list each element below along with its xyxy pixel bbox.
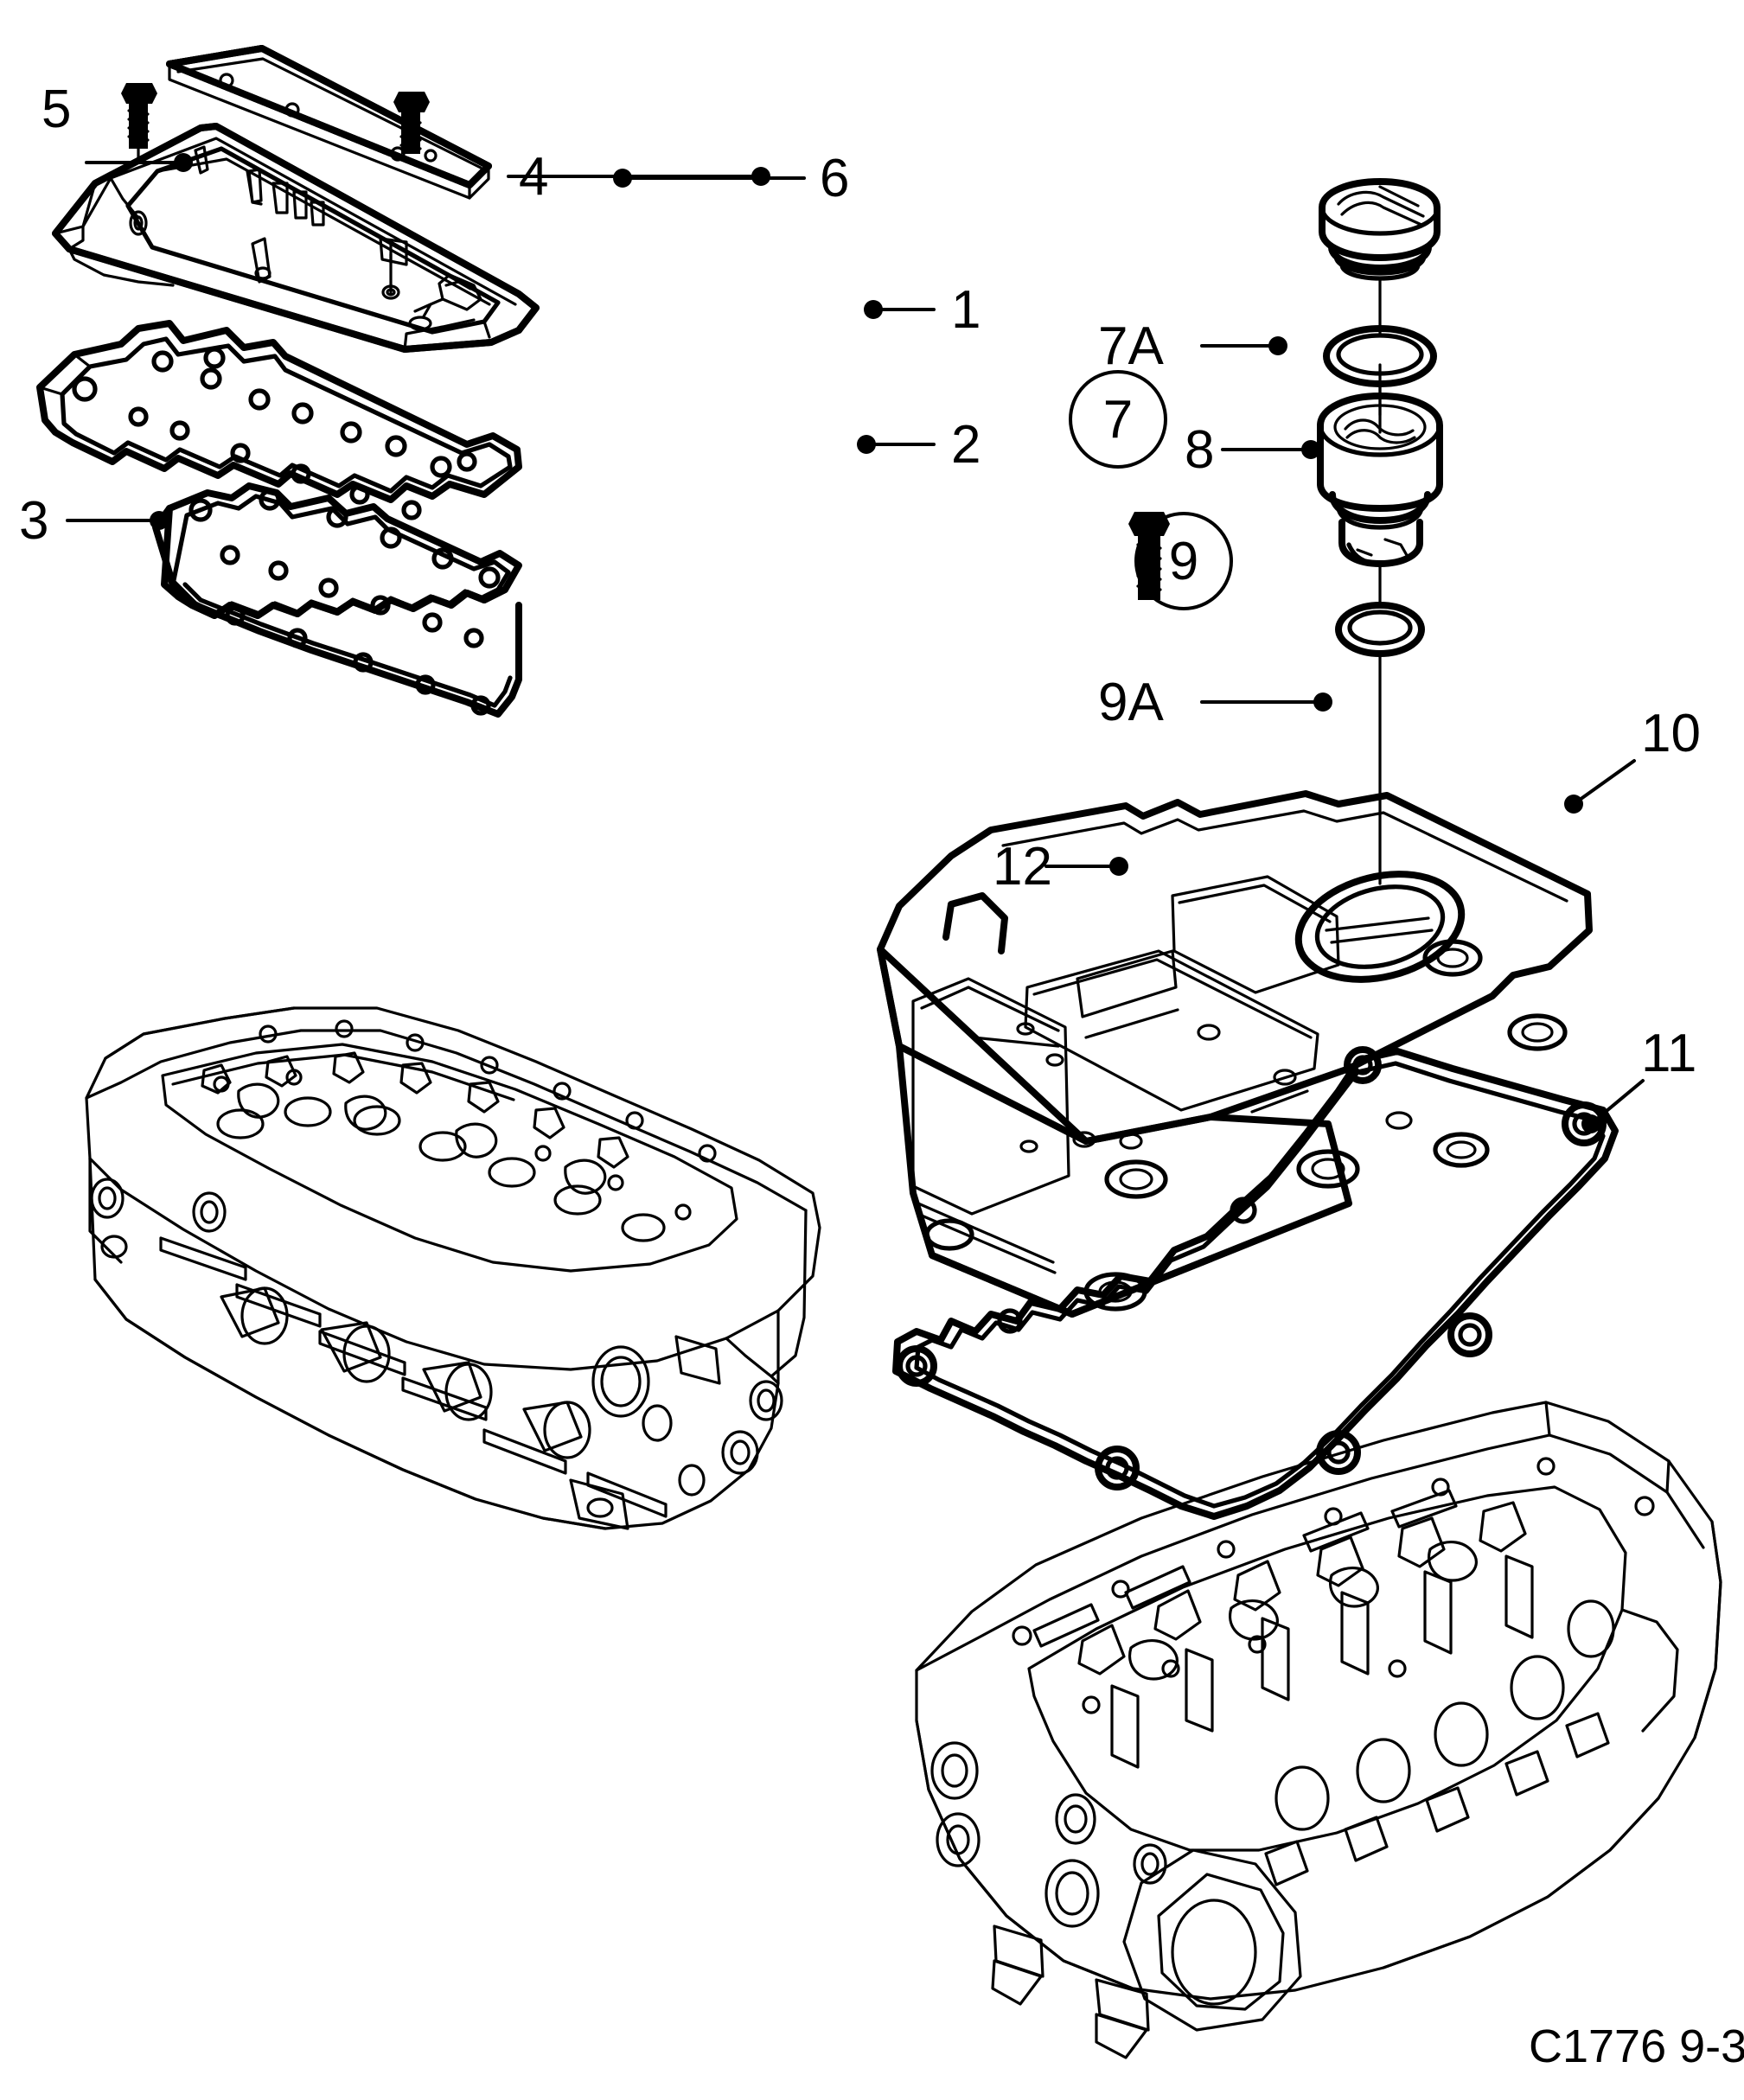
part-camshaft-cover-gasket-lower-3 xyxy=(152,482,522,718)
callout-label-11[interactable]: 11 xyxy=(1641,1024,1697,1083)
part-short-cover-bolt-6 xyxy=(393,92,430,154)
part-oil-filler-cap-7A xyxy=(1319,178,1441,337)
callout-label-12[interactable]: 12 xyxy=(993,837,1052,897)
callout-label-9a[interactable]: 9A xyxy=(1098,673,1164,732)
callout-label-7a[interactable]: 7A xyxy=(1098,316,1164,376)
part-cylinder-head-left xyxy=(85,1006,821,1530)
callout-label-2[interactable]: 2 xyxy=(951,415,981,475)
callout-label-4[interactable]: 4 xyxy=(519,147,549,207)
callout-label-10[interactable]: 10 xyxy=(1641,704,1701,763)
callout-label-1[interactable]: 1 xyxy=(951,280,981,340)
part-camshaft-cover-gasket-upper-2 xyxy=(36,320,522,520)
part-oil-filler-neck-o-ring-9A xyxy=(1335,602,1425,885)
part-oil-filler-neck-9 xyxy=(1317,363,1443,609)
part-camshaft-cover-left-1 xyxy=(52,123,540,353)
leader-lines xyxy=(66,153,1645,1133)
part-cylinder-head-right xyxy=(915,1401,1722,2059)
callout-label-8[interactable]: 8 xyxy=(1185,420,1215,480)
callout-circle-9[interactable]: 9 xyxy=(1134,512,1233,610)
callout-label-5[interactable]: 5 xyxy=(42,80,72,139)
callout-label-6[interactable]: 6 xyxy=(820,149,850,208)
part-camshaft-cover-right-10 xyxy=(877,790,1593,1318)
figure-caption: C1776 9-3 xyxy=(1529,2020,1744,2072)
callout-label-3[interactable]: 3 xyxy=(19,491,49,551)
callout-circle-7[interactable]: 7 xyxy=(1069,370,1167,469)
